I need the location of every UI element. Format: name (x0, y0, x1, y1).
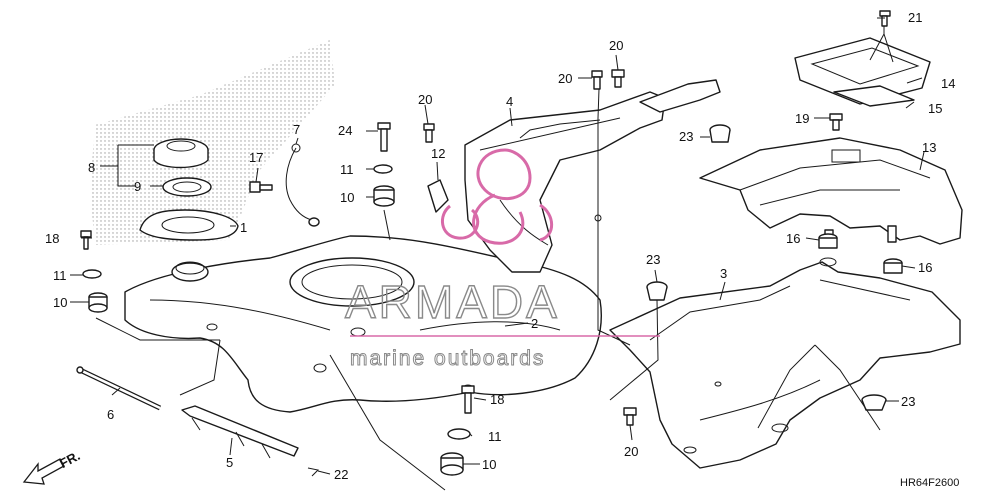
callout-label: 1 (240, 220, 247, 235)
fuel-tank (124, 235, 602, 413)
watermark-logo-icon (441, 148, 554, 245)
front-direction-arrow: FR. (22, 448, 82, 485)
callout-label: 23 (679, 129, 693, 144)
watermark: ARMADA marine outboards (344, 148, 660, 371)
callout-label: 10 (340, 190, 354, 205)
grommet-23-upper (709, 124, 731, 143)
grommet-10-left (88, 292, 108, 313)
callout-label: 11 (340, 162, 354, 177)
grommet-16-right (883, 258, 903, 274)
strap-rod (76, 366, 162, 411)
bolt-18-top (80, 230, 92, 250)
callout-label: 15 (928, 101, 942, 116)
grommet-23-middle (646, 281, 668, 301)
watermark-title: ARMADA (345, 276, 560, 328)
grommet-16-left (818, 233, 838, 249)
callout-label: 20 (609, 38, 623, 53)
bolt-24 (377, 122, 391, 152)
grommet-23-right (861, 394, 887, 411)
grommet-10-top (373, 185, 395, 207)
callout-label: 22 (334, 467, 348, 482)
callout-label: 13 (922, 140, 936, 155)
callout-label: 6 (107, 407, 114, 422)
callout-label: 11 (488, 429, 502, 444)
callout-label: 20 (558, 71, 572, 86)
bolt-20-tray (623, 407, 637, 426)
bolt-20-upper-a (591, 70, 603, 90)
callout-label: 5 (226, 455, 233, 470)
tank-bracket (464, 91, 666, 273)
callout-label: 10 (53, 295, 67, 310)
callout-label: 23 (901, 394, 915, 409)
callout-label: 17 (249, 150, 263, 165)
breather-hose (285, 147, 313, 221)
callout-label: 2 (531, 316, 538, 331)
leader-lines (70, 17, 925, 491)
callout-label: 19 (795, 111, 809, 126)
filler-ring (139, 209, 239, 241)
callout-label: 16 (918, 260, 932, 275)
callout-label: 3 (720, 266, 727, 281)
callout-label: 4 (506, 94, 513, 109)
strap (181, 405, 299, 459)
bolt-18-bottom (461, 385, 475, 414)
washer-11-bottom (447, 428, 471, 440)
cap-seal (162, 177, 212, 197)
mount-clip (427, 179, 449, 213)
watermark-subtitle: marine outboards (350, 347, 545, 370)
callout-label: 20 (624, 444, 638, 459)
callout-label: 10 (482, 457, 496, 472)
callout-label: 8 (88, 160, 95, 175)
clip-22 (307, 467, 320, 477)
bolt-19 (829, 113, 843, 131)
callout-label: 7 (293, 122, 300, 137)
callout-label: 16 (786, 231, 800, 246)
box-cover (794, 37, 931, 105)
washer-11-top (373, 164, 393, 174)
callout-label: 21 (908, 10, 922, 25)
under-tray (609, 257, 961, 469)
fuel-cap (153, 138, 209, 169)
callout-label: 23 (646, 252, 660, 267)
grommet-10-bottom (440, 452, 464, 476)
bolt-20-bracket (423, 123, 435, 143)
callout-label: 12 (431, 146, 445, 161)
callout-label: 20 (418, 92, 432, 107)
callout-label: 18 (490, 392, 504, 407)
diagram-code: HR64F2600 (900, 477, 959, 489)
callout-label: 14 (941, 76, 955, 91)
bracket-arm (639, 79, 721, 113)
callout-label: 24 (338, 123, 352, 138)
bolt-20-upper-b (611, 69, 625, 88)
cover-seal (833, 85, 915, 107)
shading-area (90, 40, 335, 245)
callout-label: 9 (134, 179, 141, 194)
callout-label: 11 (53, 268, 67, 283)
hose-fitting (249, 181, 273, 193)
callout-label: 18 (45, 231, 59, 246)
washer-11-left (82, 269, 102, 279)
